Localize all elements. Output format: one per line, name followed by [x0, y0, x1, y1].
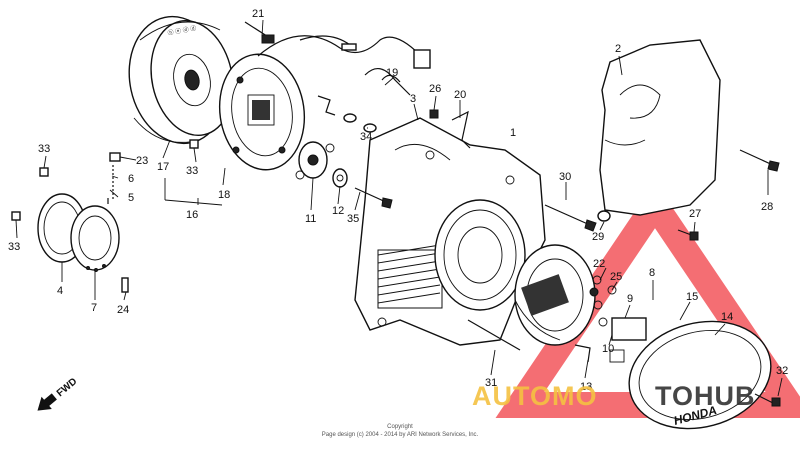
callout-33-center: 33 [186, 165, 198, 177]
callout-35: 35 [347, 213, 359, 225]
watermark-text-right: TOHUB [655, 381, 756, 411]
callout-13: 13 [580, 381, 592, 393]
callout-26: 26 [429, 83, 441, 95]
flywheel: ⓗ ⓔ ⓓ ⓓ [128, 15, 234, 145]
fwd-arrow-icon [37, 393, 57, 411]
callout-20: 20 [454, 89, 466, 101]
callout-2: 2 [615, 43, 621, 55]
copyright-line1: Copyright [387, 424, 413, 430]
callout-8: 8 [649, 267, 655, 279]
watermark-text-left: AUTOMO [472, 381, 598, 411]
callout-34: 34 [360, 131, 372, 143]
callout-12: 12 [332, 205, 344, 217]
callout-25: 25 [610, 271, 622, 283]
callout-31: 31 [485, 377, 497, 389]
watermark-text: AUTOMO TOHUB [472, 381, 756, 411]
callout-22: 22 [593, 258, 605, 270]
callout-24: 24 [117, 304, 129, 316]
fwd-label: FWD [55, 376, 80, 399]
callout-1: 1 [510, 127, 516, 139]
callout-29: 29 [592, 231, 604, 243]
callout-23: 23 [136, 155, 148, 167]
callout-32: 32 [776, 365, 788, 377]
callout-3: 3 [410, 93, 416, 105]
callout-16: 16 [186, 209, 198, 221]
fwd-indicator: FWD [37, 376, 80, 411]
callout-33-left: 33 [38, 143, 50, 155]
callout-7: 7 [91, 302, 97, 314]
callout-33-lower: 33 [8, 241, 20, 253]
copyright-line2: Page design (c) 2004 - 2014 by ARI Netwo… [322, 432, 479, 438]
callout-11: 11 [305, 213, 316, 225]
callout-30: 30 [559, 171, 571, 183]
callout-9: 9 [627, 293, 633, 305]
callout-6: 6 [128, 173, 134, 185]
callout-21: 21 [252, 8, 264, 20]
callout-10: 10 [602, 343, 614, 355]
side-cover: HONDA [628, 320, 772, 430]
callout-17: 17 [157, 161, 169, 173]
governor-assembly [295, 141, 335, 180]
callout-labels: 1 2 3 4 5 6 7 8 9 10 11 12 13 14 15 16 1… [8, 8, 788, 393]
callout-28: 28 [761, 201, 773, 213]
outer-cover [599, 39, 721, 216]
callout-27: 27 [689, 208, 701, 220]
leader-lines [15, 19, 783, 397]
left-side-parts [11, 139, 199, 293]
callout-14: 14 [721, 311, 733, 323]
small-parts [244, 21, 781, 407]
crankcase-cover [354, 117, 546, 346]
callout-4: 4 [57, 285, 63, 297]
callout-15: 15 [686, 291, 698, 303]
callout-5: 5 [128, 192, 134, 204]
copyright-notice: Copyright Page design (c) 2004 - 2014 by… [322, 424, 479, 438]
stator [218, 35, 431, 171]
callout-18: 18 [218, 189, 230, 201]
inner-gear-assembly [514, 244, 596, 346]
callout-19: 19 [386, 67, 398, 79]
